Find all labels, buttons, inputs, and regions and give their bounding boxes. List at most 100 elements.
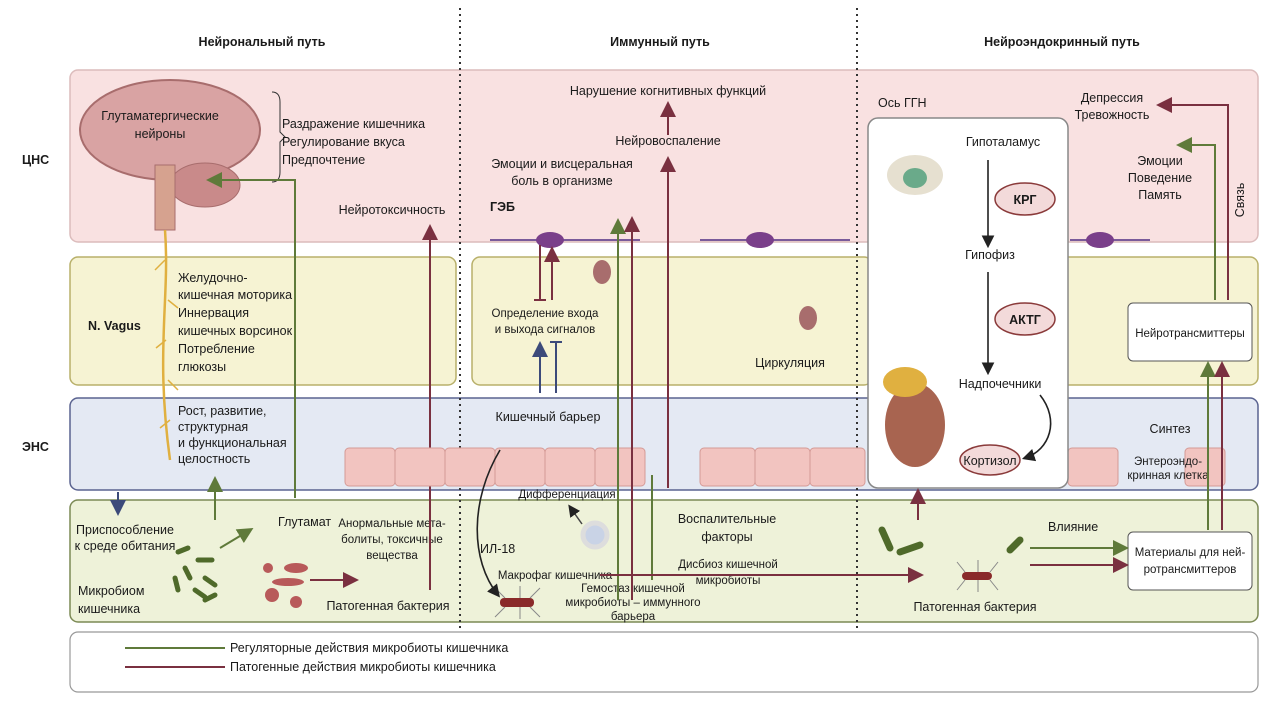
arrow bbox=[1176, 137, 1216, 300]
bacteria-icon bbox=[172, 545, 218, 603]
text: Иннервация bbox=[178, 306, 249, 320]
text: Глутаматергические bbox=[101, 109, 219, 123]
text: Регулирование вкуса bbox=[282, 135, 405, 149]
text: Тревожность bbox=[1075, 108, 1150, 122]
arrow bbox=[1156, 97, 1229, 300]
text: Макрофаг кишечника bbox=[498, 570, 613, 582]
text: Связь bbox=[1233, 183, 1247, 218]
text: Нейротрансмиттеры bbox=[1135, 328, 1245, 340]
text: вещества bbox=[366, 550, 418, 562]
blood-cell-icon bbox=[593, 260, 611, 284]
text: кишечная моторика bbox=[178, 288, 292, 302]
text: Циркуляция bbox=[755, 356, 825, 370]
text: боль в организме bbox=[511, 174, 613, 188]
arrow bbox=[476, 449, 501, 598]
text: Нейровоспаление bbox=[615, 134, 720, 148]
row-label-ens: ЭНС bbox=[22, 440, 49, 454]
text: глюкозы bbox=[178, 360, 226, 374]
text: Патогенная бактерия bbox=[326, 599, 449, 613]
cortisol-badge bbox=[959, 444, 1021, 476]
text: Поведение bbox=[1128, 171, 1192, 185]
legend-pathogenic-label: Патогенные действия микробиоты кишечника bbox=[230, 660, 496, 674]
adrenal-kidney-icon bbox=[883, 367, 945, 467]
arrow bbox=[568, 504, 583, 525]
header-immune: Иммунный путь bbox=[610, 35, 710, 49]
text: Желудочно- bbox=[178, 271, 248, 285]
text: Надпочечники bbox=[959, 377, 1042, 391]
header-neuroendocrine: Нейроэндокринный путь bbox=[984, 35, 1140, 49]
materials-box bbox=[1127, 531, 1253, 591]
text: АКТГ bbox=[1009, 313, 1041, 327]
text: Эмоции bbox=[1137, 154, 1183, 168]
text: Кишечный барьер bbox=[496, 410, 601, 424]
text: структурная bbox=[178, 420, 248, 434]
text: и функциональная bbox=[178, 436, 287, 450]
text: ИЛ-18 bbox=[480, 542, 515, 556]
text: Нарушение когнитивных функций bbox=[570, 84, 766, 98]
neurotransmitters-box bbox=[1127, 302, 1253, 362]
text: Синтез bbox=[1150, 422, 1191, 436]
hypothalamus-icon bbox=[887, 155, 943, 195]
bbb-neurons bbox=[490, 232, 1150, 248]
text: ротрансмиттеров bbox=[1144, 564, 1237, 576]
text: Дисбиоз кишечной bbox=[678, 559, 778, 571]
text: факторы bbox=[701, 530, 752, 544]
inhibit-line bbox=[534, 245, 546, 301]
row-label-vagus: N. Vagus bbox=[88, 319, 141, 333]
text: Приспособление bbox=[76, 523, 174, 537]
text: и выхода сигналов bbox=[495, 324, 596, 336]
text: Раздражение кишечника bbox=[282, 117, 425, 131]
text: Ось ГГН bbox=[878, 96, 927, 110]
epithelium-cells bbox=[344, 447, 1226, 487]
text: микробиоты bbox=[696, 575, 761, 587]
text: Влияние bbox=[1048, 520, 1098, 534]
text: Воспалительные bbox=[678, 512, 776, 526]
pathogen-bacteria-icon bbox=[263, 563, 308, 608]
text: Глутамат bbox=[278, 515, 331, 529]
text: Предпочтение bbox=[282, 153, 365, 167]
text: Гипофиз bbox=[965, 248, 1015, 262]
text: микробиоты – иммунного bbox=[565, 597, 700, 609]
inhibit-line bbox=[550, 341, 562, 393]
text: Гипоталамус bbox=[966, 135, 1040, 149]
text: барьера bbox=[611, 611, 656, 623]
text: Эмоции и висцеральная bbox=[491, 157, 633, 171]
text: ГЭБ bbox=[490, 200, 515, 214]
text: к среде обитания bbox=[75, 539, 176, 553]
arrow bbox=[206, 172, 296, 498]
text: болиты, токсичные bbox=[341, 534, 443, 546]
text: целостность bbox=[178, 452, 250, 466]
text: Патогенная бактерия bbox=[913, 600, 1036, 614]
brain-icon bbox=[79, 79, 261, 231]
text: Потребление bbox=[178, 342, 255, 356]
text: Память bbox=[1138, 188, 1182, 202]
pathogen-bacteria-icon bbox=[956, 560, 999, 592]
acth-badge bbox=[994, 302, 1056, 336]
text: Депрессия bbox=[1081, 91, 1143, 105]
macrophage-icon bbox=[494, 586, 541, 619]
text: Материалы для ней- bbox=[1135, 547, 1246, 559]
text: Нейротоксичность bbox=[339, 203, 446, 217]
arrow bbox=[1021, 394, 1052, 462]
text: кишечных ворсинок bbox=[178, 324, 293, 338]
text: Дифференциация bbox=[518, 489, 615, 501]
text: Микробиом bbox=[78, 584, 144, 598]
text: нейроны bbox=[135, 127, 186, 141]
legend-regulatory-label: Регуляторные действия микробиоты кишечни… bbox=[230, 641, 508, 655]
text: кринная клетка bbox=[1127, 470, 1209, 482]
header-neuronal: Нейрональный путь bbox=[199, 35, 326, 49]
microbiome-band bbox=[69, 499, 1259, 623]
immune-cell-icon bbox=[580, 520, 610, 550]
legend-box bbox=[69, 631, 1259, 693]
blood-cell-icon bbox=[799, 306, 817, 330]
text: КРГ bbox=[1013, 193, 1036, 207]
bacteria-icon bbox=[878, 526, 1024, 556]
text: кишечника bbox=[78, 602, 140, 616]
row-label-cns: ЦНС bbox=[22, 153, 49, 167]
arrow bbox=[219, 527, 254, 549]
text: Рост, развитие, bbox=[178, 404, 267, 418]
text: Определение входа bbox=[492, 308, 599, 320]
text: Анормальные мета- bbox=[338, 518, 445, 530]
vagus-nerve bbox=[161, 229, 172, 461]
